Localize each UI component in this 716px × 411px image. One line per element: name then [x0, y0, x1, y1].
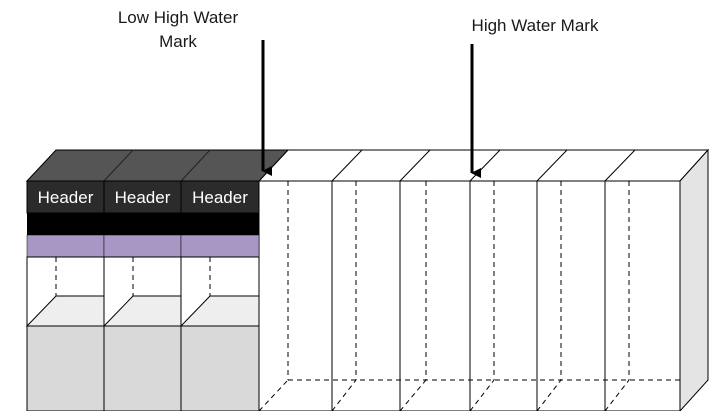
low-high-water-mark-line-1: Low High Water: [117, 8, 239, 27]
low-high-water-mark-line-2: Mark: [159, 32, 197, 51]
formatted-top-face: [25, 149, 290, 182]
unformatted-hidden-edges: [258, 181, 680, 411]
unformatted-blocks: [257, 148, 710, 411]
formatted-blocks: Header Header Header: [25, 149, 290, 411]
unformatted-dividers: [331, 181, 606, 411]
high-water-mark-label: High Water Mark: [471, 16, 599, 35]
header-label-2: Header: [115, 188, 171, 207]
header-label-3: Header: [192, 188, 248, 207]
unformatted-right-face: [679, 148, 709, 411]
low-high-water-mark-label: Low High Water Mark: [96, 6, 260, 54]
formatted-block-3: Header: [179, 180, 260, 411]
unformatted-top-face: [257, 149, 710, 182]
formatted-block-1: Header: [25, 180, 105, 411]
header-label-1: Header: [38, 188, 94, 207]
formatted-block-2: Header: [102, 180, 182, 411]
